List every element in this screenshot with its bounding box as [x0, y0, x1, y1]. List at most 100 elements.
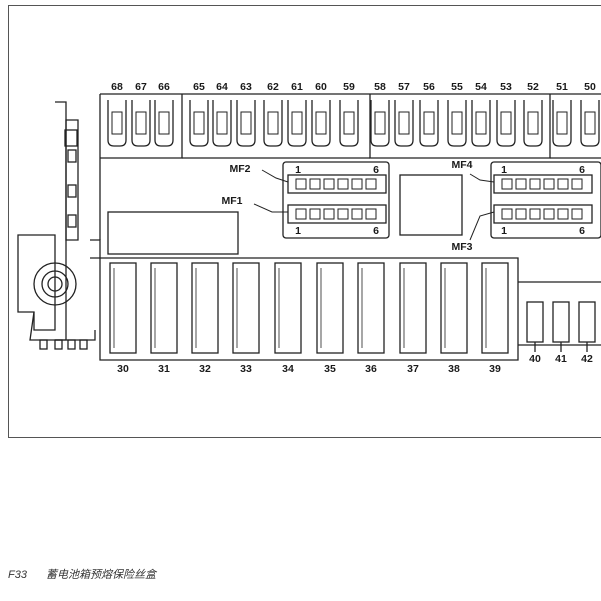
connector-pin	[571, 208, 583, 220]
top-fuse: 57	[394, 81, 414, 147]
connector-pin	[309, 178, 321, 190]
top-fuse-body	[212, 100, 232, 147]
connector-pin	[337, 208, 349, 220]
top-fuse: 54	[471, 81, 491, 147]
top-fuse-label: 68	[111, 81, 123, 93]
top-fuse-label: 60	[315, 81, 327, 93]
top-fuse-window	[291, 111, 303, 135]
top-fuse-label: 53	[500, 81, 512, 93]
small-fuse-body	[578, 301, 596, 343]
connector-leader-line	[469, 211, 495, 241]
bottom-fuse-body	[357, 262, 385, 354]
bottom-fuse-body	[274, 262, 302, 354]
connector-name: MF4	[452, 159, 473, 171]
small-fuse-label: 40	[529, 353, 541, 365]
top-fuse-body	[370, 100, 390, 147]
top-fuse-body	[496, 100, 516, 147]
bottom-fuse-body	[150, 262, 178, 354]
top-fuse-label: 59	[343, 81, 355, 93]
bottom-fuse-body	[232, 262, 260, 354]
bottom-fuse: 38	[440, 262, 468, 375]
top-fuse-window	[527, 111, 539, 135]
bottom-fuse-label: 38	[448, 363, 460, 375]
top-fuse-label: 65	[193, 81, 205, 93]
diagram-frame	[8, 5, 601, 438]
connector-pin	[323, 208, 335, 220]
connector-name: MF1	[222, 195, 243, 207]
top-fuse-label: 54	[475, 81, 487, 93]
top-fuse: 66	[154, 81, 174, 147]
bottom-fuse-body	[481, 262, 509, 354]
top-fuse-window	[111, 111, 123, 135]
connector-pin-last: 6	[579, 164, 585, 176]
connector-pin-first: 1	[501, 164, 507, 176]
bottom-fuse-body	[399, 262, 427, 354]
top-fuse-label: 56	[423, 81, 435, 93]
top-fuse-body	[107, 100, 127, 147]
top-fuse-label: 66	[158, 81, 170, 93]
bottom-fuse-body	[191, 262, 219, 354]
bottom-fuse-label: 31	[158, 363, 170, 375]
top-fuse-window	[343, 111, 355, 135]
top-fuse-body	[447, 100, 467, 147]
bottom-fuse-body	[109, 262, 137, 354]
top-fuse-label: 63	[240, 81, 252, 93]
fuse-box-housing	[55, 93, 601, 361]
connector-pin-last: 6	[373, 164, 379, 176]
connector-pin-first: 1	[501, 225, 507, 237]
bottom-fuse-label: 37	[407, 363, 419, 375]
top-fuse-window	[584, 111, 596, 135]
connector-center-block	[399, 174, 463, 236]
top-fuse: 59	[339, 81, 359, 147]
top-fuse-body	[394, 100, 414, 147]
bottom-fuse-label: 35	[324, 363, 336, 375]
terminal-post	[17, 234, 96, 350]
top-fuse-body	[552, 100, 572, 147]
connector-pin-last: 6	[579, 225, 585, 237]
bottom-fuse: 33	[232, 262, 260, 375]
top-fuse: 55	[447, 81, 467, 147]
bottom-fuse-label: 32	[199, 363, 211, 375]
top-fuse-window	[315, 111, 327, 135]
bottom-fuse-label: 39	[489, 363, 501, 375]
bottom-fuse-label: 34	[282, 363, 294, 375]
top-fuse: 60	[311, 81, 331, 147]
top-fuse-label: 61	[291, 81, 303, 93]
small-fuse-label: 41	[555, 353, 567, 365]
top-fuse-body	[263, 100, 283, 147]
top-fuse-body	[131, 100, 151, 147]
connector-pin	[365, 178, 377, 190]
top-fuse-label: 57	[398, 81, 410, 93]
connector-name: MF3	[452, 241, 473, 253]
bottom-fuse: 37	[399, 262, 427, 375]
top-fuse: 63	[236, 81, 256, 147]
small-fuse-body	[526, 301, 544, 343]
connector-housing	[493, 204, 593, 224]
top-fuse-label: 52	[527, 81, 539, 93]
connector-pin	[501, 208, 513, 220]
top-fuse-window	[267, 111, 279, 135]
top-fuse-body	[419, 100, 439, 147]
top-fuse-body	[311, 100, 331, 147]
top-fuse-window	[135, 111, 147, 135]
connector-pin	[529, 208, 541, 220]
top-fuse: 65	[189, 81, 209, 147]
top-fuse: 62	[263, 81, 283, 147]
connector-mf3: MF3 1 6	[452, 204, 593, 253]
bottom-fuse: 35	[316, 262, 344, 375]
top-fuse: 56	[419, 81, 439, 147]
top-fuse-label: 67	[135, 81, 147, 93]
connector-pin	[543, 178, 555, 190]
connector-pin-first: 1	[295, 164, 301, 176]
top-fuse: 52	[523, 81, 543, 147]
bottom-fuse: 31	[150, 262, 178, 375]
connector-housing	[493, 174, 593, 194]
connector-pin	[515, 178, 527, 190]
top-fuse-window	[423, 111, 435, 135]
small-fuse: 41	[552, 301, 570, 365]
top-fuse-window	[216, 111, 228, 135]
